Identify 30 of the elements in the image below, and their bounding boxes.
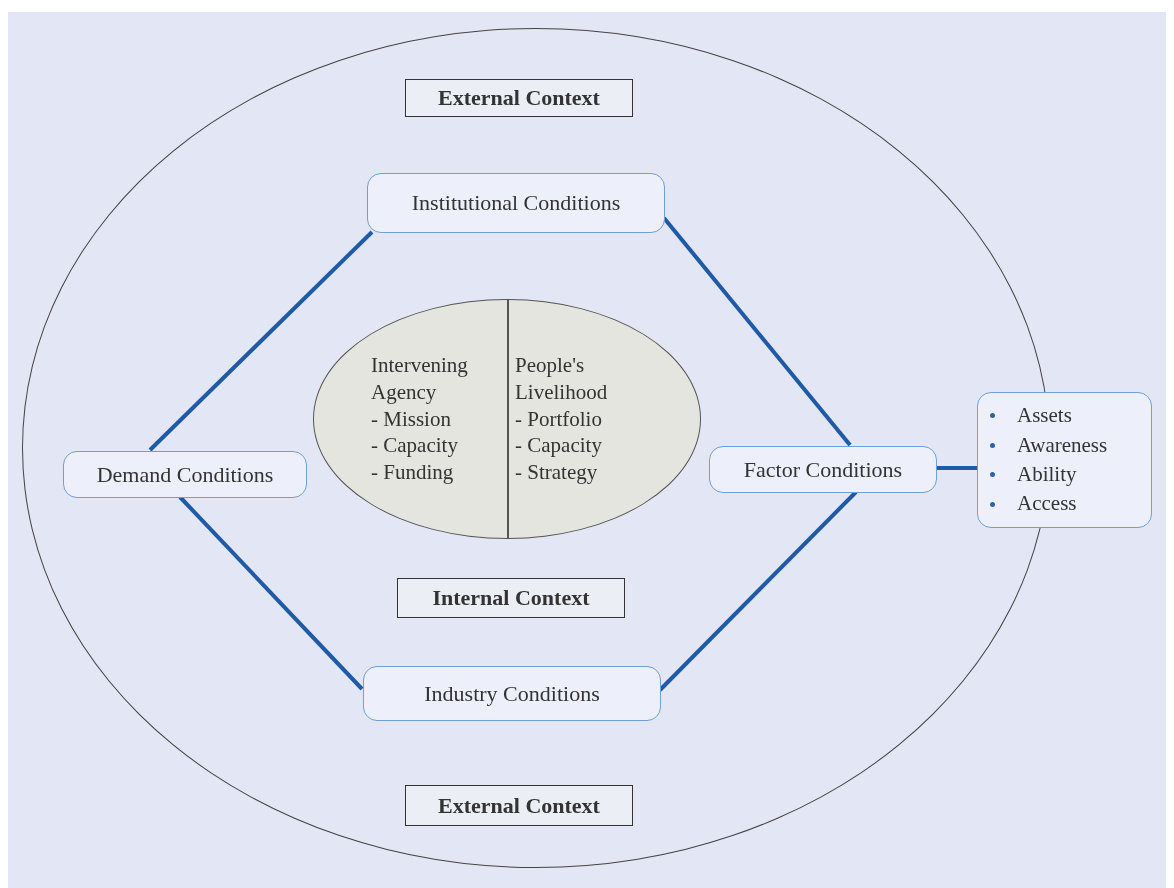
connector-line <box>662 216 852 447</box>
column-heading: Intervening Agency <box>371 352 469 406</box>
condition-box <box>709 446 937 493</box>
context-label: Internal Context <box>432 585 590 611</box>
condition-label: Institutional Conditions <box>411 190 621 216</box>
list-item: Awareness <box>1017 431 1108 459</box>
condition-box <box>367 173 665 233</box>
context-label-box <box>405 79 633 117</box>
column-heading: People's Livelihood <box>515 352 609 406</box>
condition-box <box>63 451 307 498</box>
condition-box <box>363 666 661 721</box>
list-item: - Funding <box>371 459 455 486</box>
factor-list-box <box>977 392 1152 528</box>
context-label: External Context <box>438 792 600 819</box>
context-label-box <box>405 785 633 826</box>
list-item: - Mission <box>371 405 452 433</box>
list-item: - Portfolio <box>515 405 603 433</box>
condition-label: Factor Conditions <box>743 456 903 483</box>
connector-line <box>148 230 374 452</box>
list-item: - Capacity <box>371 432 459 459</box>
list-item: - Strategy <box>515 459 599 486</box>
list-item: Access <box>1017 490 1077 518</box>
condition-label: Industry Conditions <box>424 680 600 707</box>
list-item: - Capacity <box>515 432 603 459</box>
context-label: External Context <box>438 85 600 111</box>
list-item: Ability <box>1017 461 1077 488</box>
list-item: Assets <box>1017 402 1072 430</box>
connector-line <box>936 466 977 470</box>
condition-label: Demand Conditions <box>96 461 274 488</box>
context-label-box <box>397 578 625 618</box>
